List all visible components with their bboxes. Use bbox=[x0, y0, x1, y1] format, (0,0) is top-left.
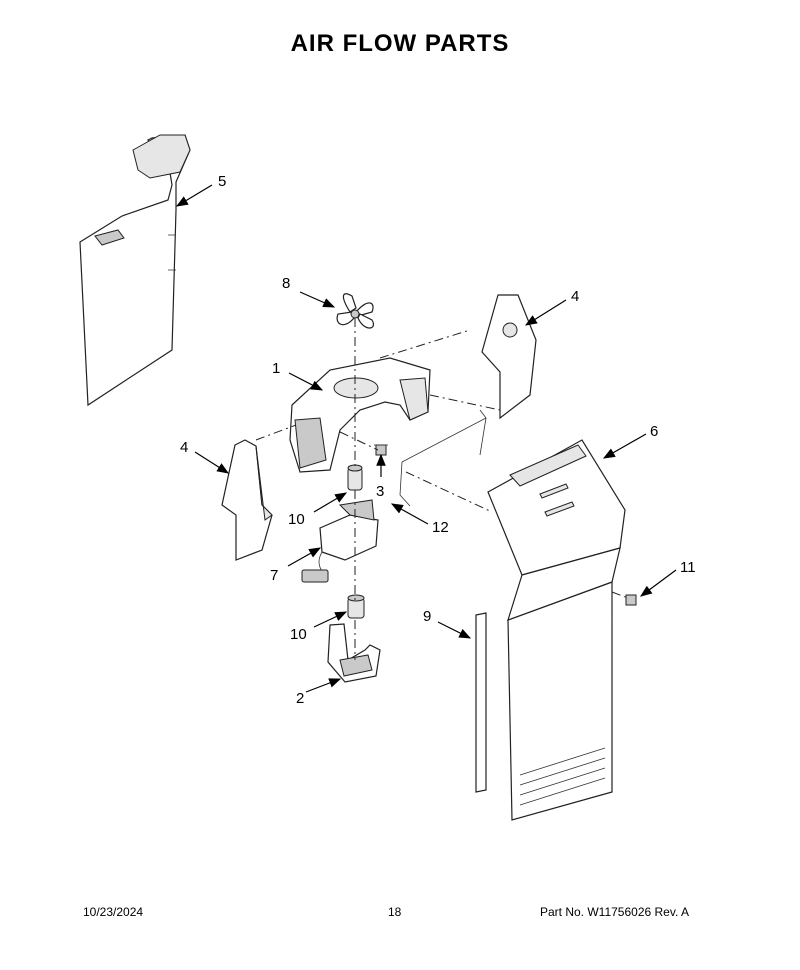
part-7-fan-motor bbox=[301, 499, 379, 583]
part-11-screw bbox=[625, 594, 637, 606]
callout-5: 5 bbox=[218, 173, 226, 190]
part-10-grommet-upper bbox=[347, 464, 363, 491]
page-title: AIR FLOW PARTS bbox=[290, 30, 510, 57]
part-5-air-duct bbox=[79, 134, 191, 407]
callout-7: 7 bbox=[270, 567, 278, 584]
callout-10-upper: 10 bbox=[288, 511, 305, 528]
callout-8: 8 bbox=[282, 275, 290, 292]
part-1-fan-housing bbox=[289, 357, 431, 473]
callout-11: 11 bbox=[680, 559, 696, 576]
part-6-evaporator-panel bbox=[507, 547, 621, 821]
part-2-motor-bracket bbox=[327, 623, 381, 683]
callout-arrows bbox=[175, 184, 677, 693]
callout-10-lower: 10 bbox=[290, 626, 307, 643]
callout-12: 12 bbox=[432, 519, 449, 536]
callout-2: 2 bbox=[296, 690, 304, 707]
footer-part-number: Part No. W11756026 Rev. A bbox=[540, 905, 689, 919]
part-6-evaporator-cover bbox=[487, 439, 626, 576]
callout-1: 1 bbox=[272, 360, 280, 377]
part-3-screw bbox=[374, 444, 388, 456]
callout-6: 6 bbox=[650, 423, 658, 440]
part-10-grommet-lower bbox=[347, 594, 365, 619]
alignment-lines bbox=[255, 318, 629, 660]
callout-9: 9 bbox=[423, 608, 431, 625]
footer-date: 10/23/2024 bbox=[83, 905, 144, 919]
part-4-insulation-left bbox=[221, 439, 273, 561]
callout-4-left: 4 bbox=[180, 439, 188, 456]
callout-4-right: 4 bbox=[571, 288, 579, 305]
part-9-foam-strip bbox=[475, 612, 487, 793]
callout-3: 3 bbox=[376, 483, 384, 500]
part-12-wire bbox=[399, 409, 487, 507]
part-4-insulation-right bbox=[481, 294, 537, 420]
part-8-fan-blade bbox=[336, 293, 374, 329]
footer-page-number: 18 bbox=[388, 905, 402, 919]
